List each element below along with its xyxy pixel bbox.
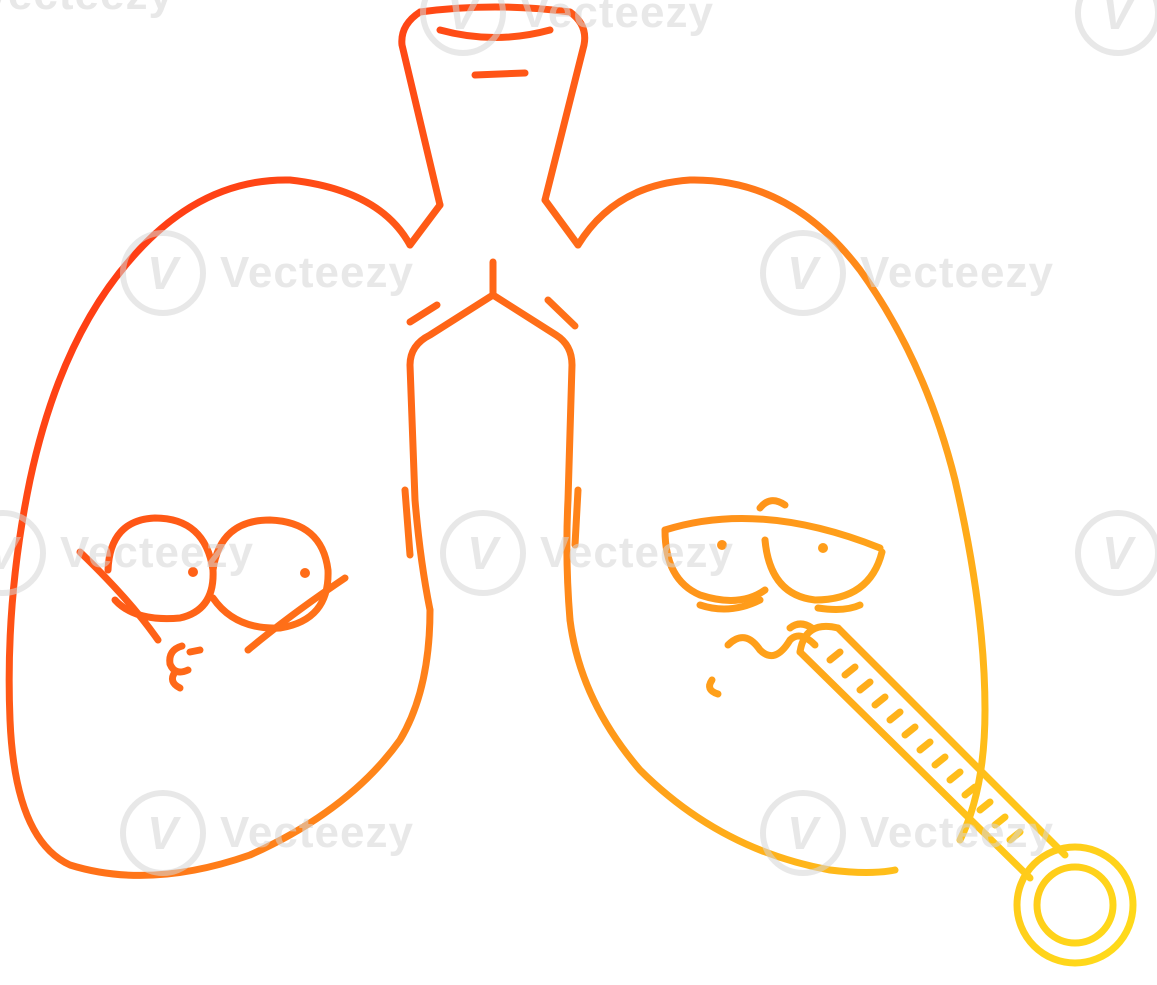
thermometer-ticks bbox=[826, 648, 1024, 844]
left-lung bbox=[5, 176, 434, 879]
sick-brow-bump bbox=[756, 497, 789, 512]
right-eyelid-line bbox=[244, 574, 349, 654]
thermometer-bulb-inner bbox=[1033, 863, 1117, 947]
thermometer bbox=[796, 623, 1137, 967]
right-eye bbox=[209, 516, 332, 632]
sick-bags-left bbox=[696, 596, 764, 613]
surprised-mouth bbox=[166, 642, 204, 692]
bronchi bbox=[401, 258, 582, 624]
left-eye bbox=[104, 514, 217, 623]
sick-left-eye bbox=[661, 526, 769, 604]
sick-mouth bbox=[706, 620, 819, 698]
left-face bbox=[76, 514, 349, 692]
sick-bags-right bbox=[814, 601, 864, 613]
thermometer-bulb-outer bbox=[1013, 843, 1137, 967]
sick-right-eye bbox=[761, 536, 886, 604]
right-face bbox=[661, 497, 886, 698]
right-lung bbox=[566, 176, 989, 876]
trachea bbox=[398, 3, 589, 249]
left-eyelid-line bbox=[76, 548, 162, 644]
sick-eyelid-top bbox=[661, 514, 884, 552]
